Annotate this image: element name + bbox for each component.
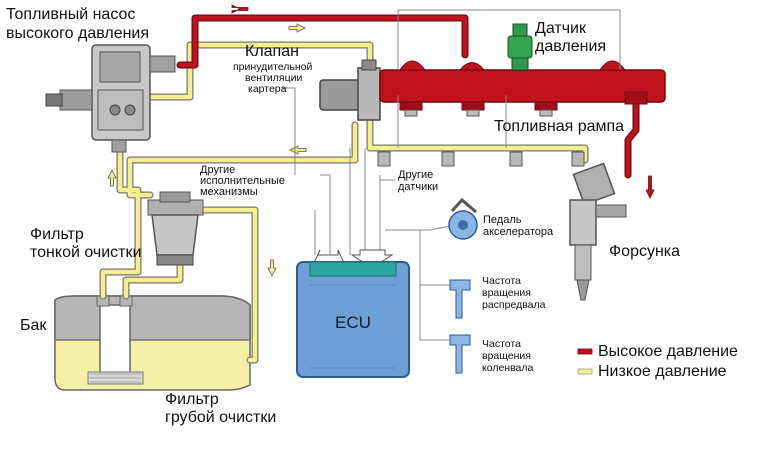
fine-filter-label-line1: Фильтр bbox=[30, 226, 84, 243]
legend-low-label: Низкое давление bbox=[598, 363, 727, 380]
high-pressure-flow-arrows bbox=[231, 4, 655, 199]
hp-pump-label-line1: Топливный насос bbox=[6, 6, 135, 23]
ecu-unit bbox=[296, 261, 410, 378]
text-labels: Топливный насос высокого давления Клапан… bbox=[6, 6, 680, 426]
coarse-filter bbox=[87, 371, 144, 385]
accel-pedal-label-line1: Педаль bbox=[483, 214, 522, 226]
crankshaft-speed-sensor bbox=[449, 334, 471, 374]
flow-arrow-up bbox=[107, 168, 117, 187]
injector bbox=[569, 162, 627, 301]
valve-desc-line3: картера bbox=[248, 83, 287, 95]
other-sensors-line1: Другие bbox=[398, 169, 433, 181]
camshaft-speed-sensor bbox=[449, 279, 471, 319]
low-pressure-flow-arrows bbox=[107, 23, 307, 278]
fuel-rail-label: Топливная рампа bbox=[494, 118, 624, 135]
coarse-filter-label-line2: грубой очистки bbox=[165, 409, 276, 426]
flow-arrow-left bbox=[288, 145, 307, 155]
other-actuators-line2: исполнительные bbox=[200, 175, 285, 187]
dist-speed-line1: Частота bbox=[482, 275, 521, 287]
rail-sensors bbox=[377, 151, 585, 167]
other-actuators-line3: механизмы bbox=[200, 186, 258, 198]
legend: Высокое давление Низкое давление bbox=[577, 343, 738, 380]
fine-filter-label-line2: тонкой очистки bbox=[30, 244, 141, 261]
injector-label: Форсунка bbox=[609, 243, 680, 260]
hp-arrow-right bbox=[231, 4, 249, 14]
flow-arrow-down bbox=[267, 259, 277, 278]
coarse-filter-label-line1: Фильтр bbox=[165, 391, 219, 408]
signal-wires bbox=[282, 9, 621, 341]
high-pressure-lines bbox=[176, 14, 640, 179]
legend-high-swatch bbox=[577, 348, 593, 355]
valve-title: Клапан bbox=[245, 43, 299, 60]
other-actuators-line1: Другие bbox=[200, 164, 235, 176]
fine-filter bbox=[147, 191, 204, 266]
pressure-sensor-label-line1: Датчик bbox=[535, 20, 587, 37]
crank-speed-line3: коленвала bbox=[482, 362, 534, 374]
fuel-rail bbox=[379, 60, 666, 148]
crank-speed-line2: вращения bbox=[482, 350, 531, 362]
accelerator-pedal-sensor bbox=[448, 197, 478, 240]
pressure-sensor bbox=[507, 23, 533, 71]
legend-low-swatch bbox=[577, 368, 593, 375]
hp-pump-label-line2: высокого давления bbox=[6, 25, 149, 42]
legend-high-label: Высокое давление bbox=[598, 343, 738, 360]
accel-pedal-label-line2: акселератора bbox=[483, 226, 554, 238]
crankcase-valve bbox=[319, 59, 381, 121]
hp-arrow-down bbox=[645, 175, 655, 199]
fuel-tank bbox=[54, 295, 251, 391]
valve-desc-line1: принудительной bbox=[233, 61, 313, 73]
pressure-sensor-label-line2: давления bbox=[535, 38, 606, 55]
ecu-label: ECU bbox=[335, 313, 371, 332]
crank-speed-line1: Частота bbox=[482, 338, 521, 350]
dist-speed-line2: вращения bbox=[482, 287, 531, 299]
valve-desc-line2: вентиляции bbox=[245, 72, 302, 84]
flow-arrow-right bbox=[288, 23, 307, 33]
other-sensors-line2: датчики bbox=[398, 181, 438, 193]
high-pressure-pump bbox=[45, 44, 176, 153]
dist-speed-line3: распредвала bbox=[482, 299, 546, 311]
low-pressure-lines bbox=[99, 41, 589, 364]
tank-label: Бак bbox=[20, 317, 47, 334]
